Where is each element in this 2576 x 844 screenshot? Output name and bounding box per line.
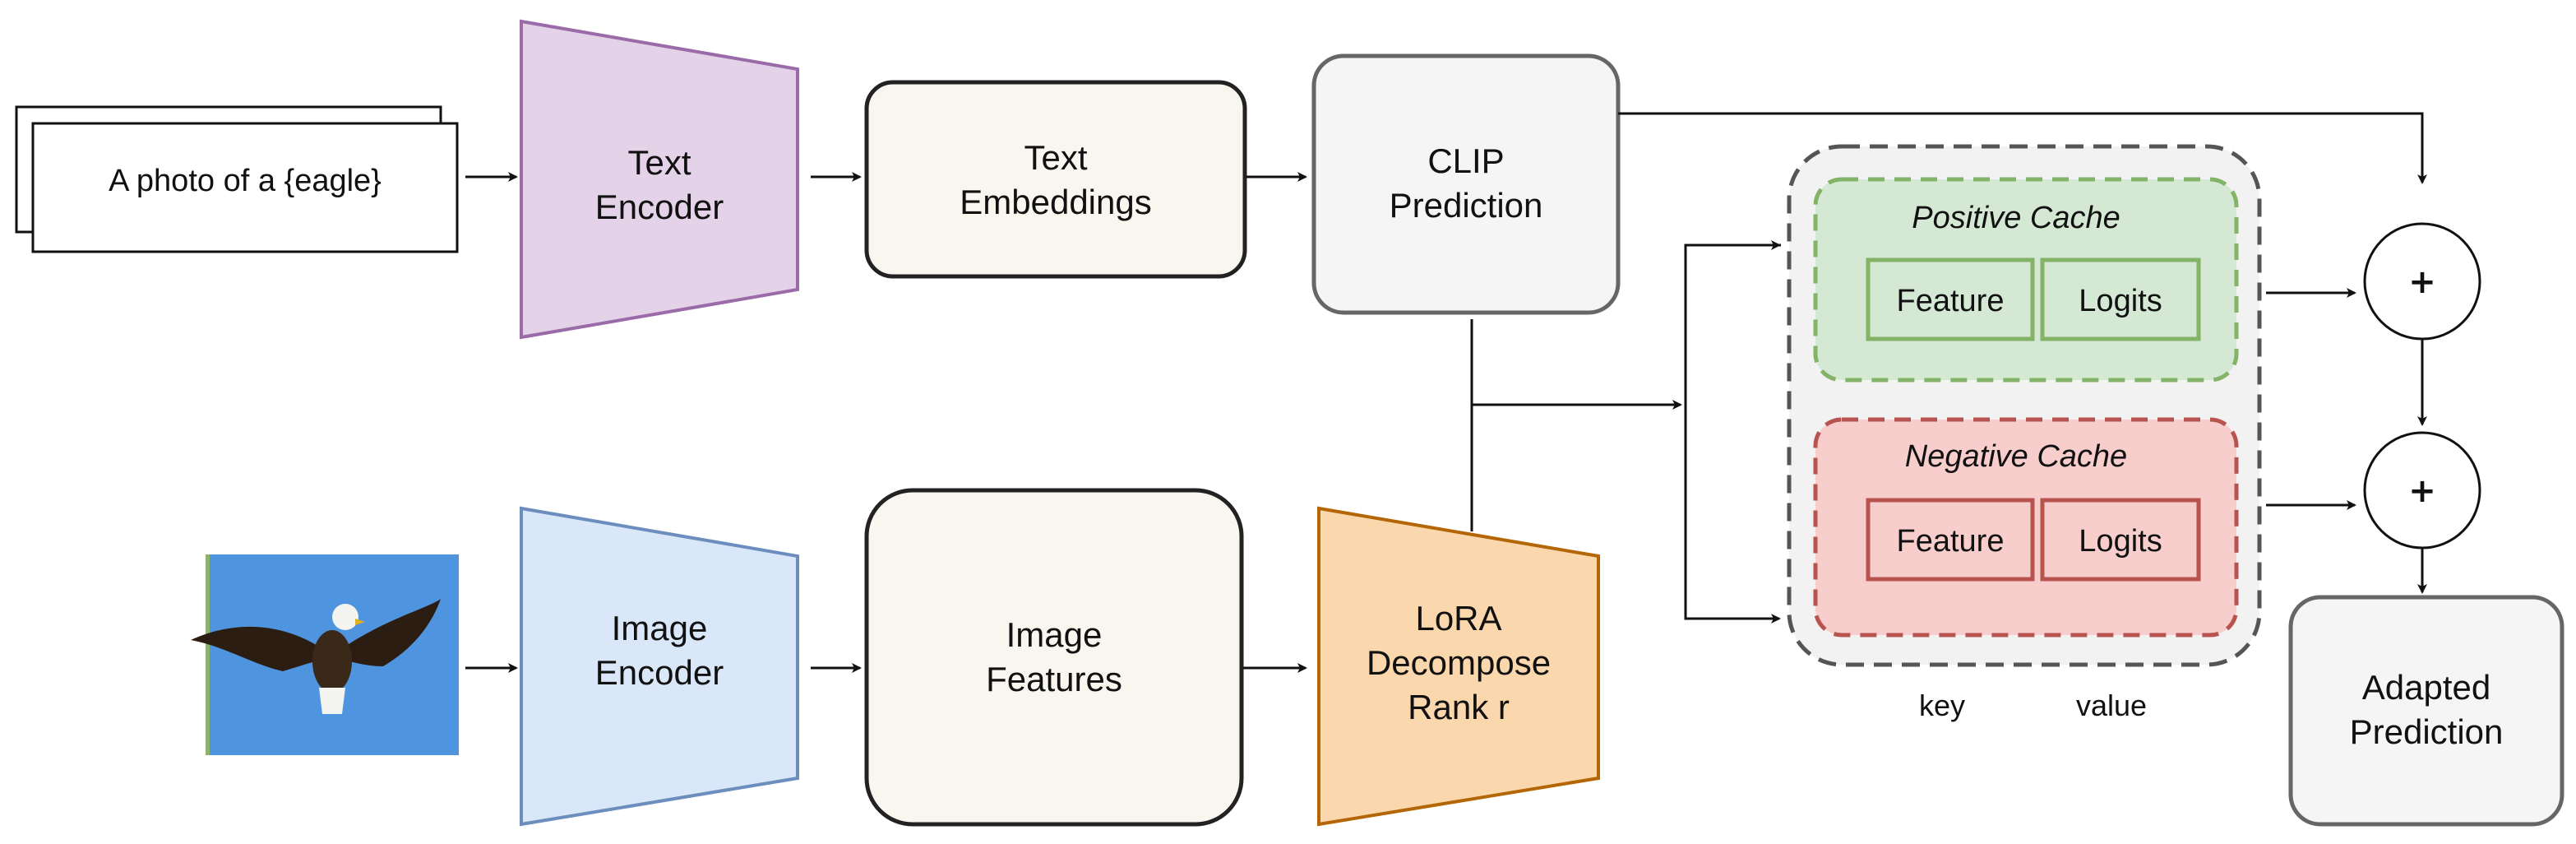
key-label: key [1919, 689, 1965, 722]
svg-text:Text: Text [627, 143, 691, 182]
clip-prediction-line1: CLIP [1427, 141, 1504, 180]
arrow-clip-to-top-plus [1618, 112, 2427, 184]
svg-text:Encoder: Encoder [595, 188, 724, 226]
image-features-box: Image Features [864, 488, 1244, 827]
clip-prediction-box: CLIP Prediction [1311, 53, 1621, 315]
clip-prediction-line2: Prediction [1390, 186, 1543, 225]
branch-line [1684, 243, 1781, 620]
positive-cache: Positive Cache Feature Logits [1813, 177, 2239, 383]
text-embeddings-line1: Text [1024, 138, 1087, 177]
text-embeddings-line2: Embeddings [960, 183, 1151, 221]
negative-logits-label: Logits [2079, 524, 2162, 559]
positive-feature-cell [1866, 257, 2035, 341]
image-encoder: Image Encoder [520, 506, 799, 827]
image-encoder-line2: Encoder [595, 653, 724, 692]
image-features-line1: Image [1006, 615, 1103, 654]
lora-decompose: LoRA Decompose Rank r [1317, 506, 1600, 827]
adapted-prediction-box: Adapted Prediction [2288, 595, 2564, 827]
image-features-line2: Features [986, 660, 1122, 698]
positive-logits-cell [2040, 257, 2201, 341]
positive-cache-title: Positive Cache [1912, 201, 2120, 235]
negative-feature-cell [1866, 498, 2035, 582]
negative-cache-title: Negative Cache [1905, 439, 2127, 474]
negative-logits-cell [2040, 498, 2201, 582]
lora-line1: LoRA [1415, 599, 1501, 638]
plus-top-symbol: + [2408, 263, 2436, 301]
plus-node-bottom: + [2363, 431, 2481, 550]
image-encoder-line1: Image [612, 609, 708, 647]
text-prompt-card: A photo of a {eagle} [15, 105, 459, 253]
text-encoder-line1: Text [627, 143, 691, 182]
plus-bottom-symbol: + [2408, 472, 2436, 510]
text-embeddings-box: Text Embeddings [864, 80, 1247, 279]
positive-feature-label: Feature [1897, 284, 2005, 318]
positive-logits-label: Logits [2079, 284, 2162, 318]
negative-cache: Negative Cache Feature Logits [1813, 417, 2239, 638]
adapted-prediction-line2: Prediction [2350, 712, 2504, 751]
text-prompt-label: A photo of a {eagle} [109, 164, 382, 198]
plus-node-top: + [2363, 222, 2481, 341]
text-encoder: Text Encoder [520, 19, 799, 340]
value-label: value [2076, 689, 2147, 722]
adapted-prediction-line1: Adapted [2362, 668, 2490, 707]
negative-feature-label: Feature [1897, 524, 2005, 559]
eagle-image [191, 554, 459, 755]
lora-line3: Rank r [1408, 688, 1510, 726]
lora-line2: Decompose [1367, 643, 1551, 682]
text-encoder-line2: Encoder [595, 188, 724, 226]
